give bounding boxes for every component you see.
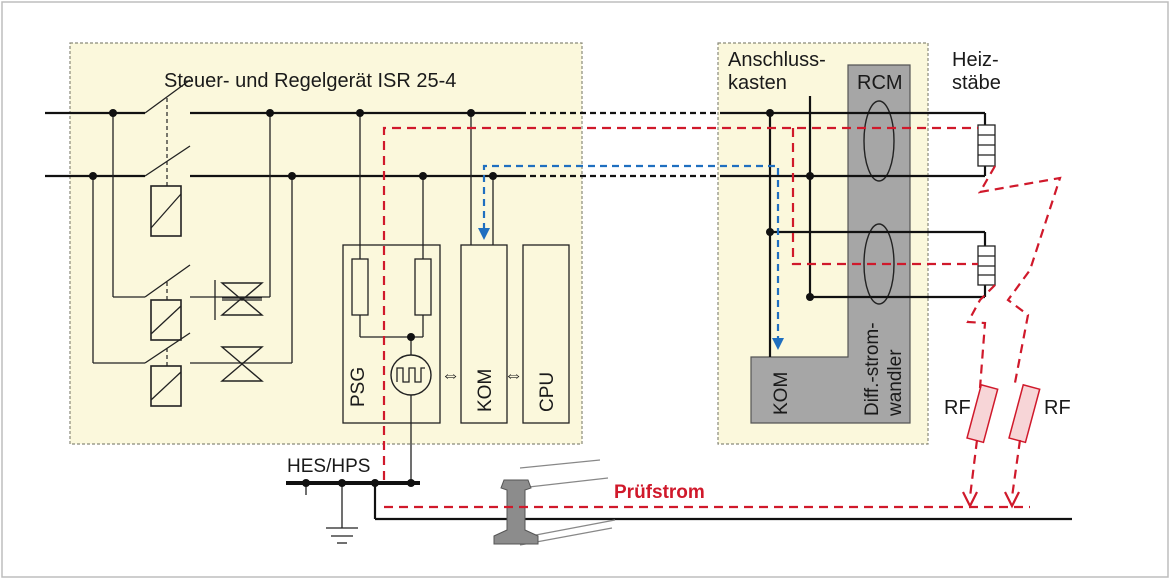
relay-coil-3: [150, 365, 182, 407]
communication-path: [482, 164, 780, 340]
rcm-ellipse-bottom: [863, 223, 895, 305]
bus-label: HES/HPS: [287, 456, 370, 477]
diff-label-2: wandler: [885, 349, 906, 417]
cpu-box: [522, 244, 570, 424]
bus-dots: [302, 479, 415, 487]
junction-box-label-1: Anschluss-: [728, 49, 826, 71]
rail-icon: [493, 459, 616, 546]
heating-label-1: Heiz-: [952, 49, 999, 71]
arrow-left: ⇔: [441, 365, 460, 386]
thyristor-2: [215, 346, 292, 382]
diff-label-1: Diff.-strom-: [862, 322, 883, 416]
heating-rod-2: [977, 245, 996, 286]
rcm-label: RCM: [857, 72, 903, 94]
psg-resistor-right: [414, 258, 432, 316]
controller-panel: [69, 42, 583, 445]
rf-label-2: RF: [1044, 397, 1071, 419]
relay-coil-1: [150, 185, 182, 237]
junction-box-label-2: kasten: [728, 72, 787, 94]
relay-coil-2: [150, 299, 182, 341]
thyristor-1: [214, 280, 270, 320]
cpu-label: CPU: [537, 372, 558, 412]
rf-label-1: RF: [944, 397, 971, 419]
rf-resistor-1: [966, 383, 999, 444]
test-current-path: [382, 126, 1062, 509]
rf-resistor-2: [1008, 383, 1041, 444]
switch-1: [144, 79, 191, 114]
kom-label-junction: KOM: [771, 372, 792, 415]
psg-box: [342, 244, 441, 424]
psg-label: PSG: [348, 367, 369, 407]
kom-box-controller: [460, 244, 508, 424]
junction-dots: [89, 109, 814, 341]
heating-rod-1: [977, 124, 996, 167]
rcm-block: [750, 64, 911, 424]
arrow-right: ⇔: [504, 365, 523, 386]
controller-title: Steuer- und Regelgerät ISR 25-4: [164, 70, 456, 92]
heating-label-2: stäbe: [952, 72, 1001, 94]
switch-3: [144, 264, 191, 298]
psg-resistor-left: [351, 258, 369, 316]
rcm-ellipse-top: [863, 100, 895, 182]
kom-label-controller: KOM: [475, 369, 496, 412]
test-current-label: Prüfstrom: [614, 482, 705, 503]
